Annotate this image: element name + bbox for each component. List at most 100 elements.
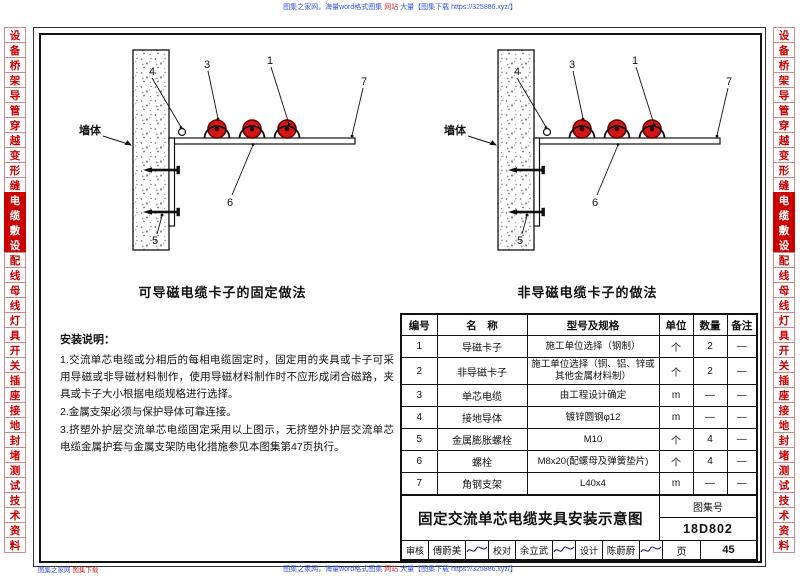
- sidebar-tab[interactable]: 座: [4, 387, 26, 403]
- sidebar-tab-active[interactable]: 设: [4, 237, 26, 253]
- sidebar-tab[interactable]: 变: [773, 147, 795, 163]
- sidebar-tab[interactable]: 灯: [4, 312, 26, 328]
- install-note-line: 1.交流单芯电缆或分相后的每相电缆固定时，固定用的夹具或卡子可采用导磁或非导磁材…: [60, 353, 394, 400]
- sidebar-tab[interactable]: 母: [4, 282, 26, 298]
- sidebar-tab[interactable]: 术: [773, 507, 795, 523]
- sidebar-tab[interactable]: 越: [4, 132, 26, 148]
- sidebar-tab[interactable]: 配: [4, 252, 26, 268]
- sidebar-tab[interactable]: 穿: [773, 117, 795, 133]
- table-cell: 4: [692, 428, 728, 451]
- sidebar-tab[interactable]: 具: [773, 327, 795, 343]
- sidebar-tab-active[interactable]: 敷: [4, 222, 26, 238]
- table-header-row: 编号名 称型号及规格单位数量备注: [400, 313, 758, 337]
- sidebar-tab[interactable]: 穿: [4, 117, 26, 133]
- sidebar-tab[interactable]: 缝: [4, 177, 26, 193]
- callout-numbers: 4 3 1 7 6 5: [149, 55, 367, 247]
- sidebar-tab[interactable]: 试: [4, 477, 26, 493]
- callout-4: 4: [514, 66, 520, 78]
- table-cell: 接地导体: [436, 406, 528, 429]
- watermark-bottom: 图集之家网，海量word格式图集 网站 大量【图集下载 https://3258…: [283, 566, 517, 573]
- sidebar-tab[interactable]: 堵: [773, 447, 795, 463]
- sidebar-tab[interactable]: 技: [4, 492, 26, 508]
- table-cell: 7: [400, 472, 438, 496]
- sidebar-tab[interactable]: 术: [4, 507, 26, 523]
- sidebar-tab[interactable]: 地: [773, 417, 795, 433]
- sidebar-tab[interactable]: 变: [4, 147, 26, 163]
- sidebar-tab[interactable]: 地: [4, 417, 26, 433]
- sidebar-tab[interactable]: 管: [4, 102, 26, 118]
- callout-4: 4: [149, 66, 155, 78]
- sidebar-tab-active[interactable]: 缆: [773, 207, 795, 223]
- sidebar-tab[interactable]: 配: [773, 252, 795, 268]
- title-block: 固定交流单芯电缆夹具安装示意图 图集号 18D802 审核傅蔚美校对余立武设计陈…: [400, 496, 758, 561]
- sidebar-tab[interactable]: 堵: [4, 447, 26, 463]
- sidebar-tab-active[interactable]: 电: [773, 192, 795, 208]
- sidebar-tab[interactable]: 具: [4, 327, 26, 343]
- install-note-line: 2.金属支架必须与保护导体可靠连接。: [60, 405, 237, 418]
- sidebar-tab[interactable]: 料: [773, 537, 795, 553]
- sidebar-tab[interactable]: 接: [4, 402, 26, 418]
- sidebar-tab[interactable]: 资: [773, 522, 795, 538]
- sidebar-tab[interactable]: 测: [773, 462, 795, 478]
- sidebar-tab[interactable]: 座: [773, 387, 795, 403]
- sidebar-tab[interactable]: 线: [4, 297, 26, 313]
- sidebar-tab[interactable]: 技: [773, 492, 795, 508]
- sidebar-tab[interactable]: 设: [773, 27, 795, 43]
- signature-icon: [553, 546, 575, 553]
- sidebar-tab[interactable]: 架: [773, 72, 795, 88]
- sidebar-tab[interactable]: 资: [4, 522, 26, 538]
- sidebar-tab[interactable]: 关: [4, 357, 26, 373]
- sidebar-tab[interactable]: 灯: [773, 312, 795, 328]
- sidebar-tab[interactable]: 封: [773, 432, 795, 448]
- sidebar-tab[interactable]: 接: [773, 402, 795, 418]
- table-cell: 3: [400, 384, 438, 407]
- sidebar-tab[interactable]: 测: [4, 462, 26, 478]
- install-notes-title: 安装说明：: [60, 334, 115, 346]
- sheet-outer-border: [33, 27, 766, 567]
- sidebar-tab[interactable]: 开: [4, 342, 26, 358]
- sidebar-tab[interactable]: 设: [4, 27, 26, 43]
- sidebar-tab[interactable]: 架: [4, 72, 26, 88]
- sidebar-tab[interactable]: 备: [4, 42, 26, 58]
- callout-6: 6: [227, 197, 233, 209]
- sidebar-tab[interactable]: 管: [773, 102, 795, 118]
- sidebar-tab[interactable]: 备: [773, 42, 795, 58]
- angle-bracket-shelf: [533, 137, 721, 145]
- sidebar-tab[interactable]: 关: [773, 357, 795, 373]
- sidebar-left: 设备桥架导管穿越变形缝电缆敷设配线母线灯具开关插座接地封堵测试技术资料: [4, 27, 27, 553]
- sidebar-tab[interactable]: 封: [4, 432, 26, 448]
- sidebar-tab-active[interactable]: 电: [4, 192, 26, 208]
- sidebar-tab[interactable]: 插: [4, 372, 26, 388]
- diagram-right-caption: 非导磁电缆卡子的做法: [517, 285, 658, 300]
- table-cell: 4: [400, 406, 438, 429]
- table-cell: 个: [658, 335, 694, 359]
- sidebar-tab[interactable]: 越: [773, 132, 795, 148]
- sidebar-tab[interactable]: 试: [773, 477, 795, 493]
- cable-symbol-3: [638, 119, 666, 139]
- sidebar-tab[interactable]: 缝: [773, 177, 795, 193]
- sidebar-tab[interactable]: 导: [4, 87, 26, 103]
- sidebar-tab[interactable]: 开: [773, 342, 795, 358]
- sidebar-tab-active[interactable]: 缆: [4, 207, 26, 223]
- sidebar-tab[interactable]: 料: [4, 537, 26, 553]
- table-cell: 4: [692, 450, 728, 473]
- sidebar-tab[interactable]: 线: [773, 267, 795, 283]
- sidebar-tab[interactable]: 桥: [773, 57, 795, 73]
- sidebar-tab[interactable]: 插: [773, 372, 795, 388]
- sidebar-tab[interactable]: 桥: [4, 57, 26, 73]
- sidebar-tab-active[interactable]: 敷: [773, 222, 795, 238]
- sidebar-tab[interactable]: 形: [773, 162, 795, 178]
- sidebar-tab[interactable]: 导: [773, 87, 795, 103]
- table-cell: —: [726, 428, 758, 451]
- sidebar-tab[interactable]: 线: [4, 267, 26, 283]
- cable-symbol-1: [568, 119, 596, 139]
- sidebar-tab[interactable]: 线: [773, 297, 795, 313]
- sidebar-tab[interactable]: 母: [773, 282, 795, 298]
- angle-bracket-shelf: [168, 137, 356, 145]
- callout-numbers: 4 3 1 7 6 5: [514, 55, 732, 247]
- sidebar-tab[interactable]: 形: [4, 162, 26, 178]
- sidebar-tab-active[interactable]: 设: [773, 237, 795, 253]
